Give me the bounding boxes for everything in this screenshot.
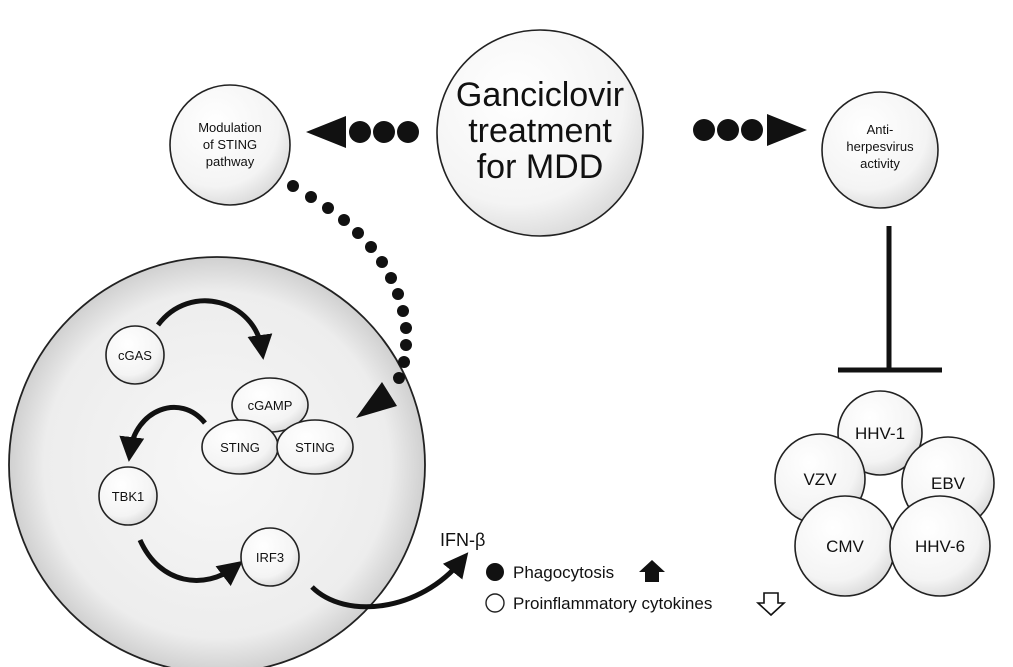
ganciclovir-line-1: Ganciclovir — [456, 76, 624, 114]
sting-left-node: STING — [201, 419, 279, 475]
sting-modulation-node: Modulation of STING pathway — [169, 84, 291, 206]
antiherpes-line-2: herpesvirus — [846, 139, 914, 154]
virus-cmv-node: CMV — [794, 495, 896, 597]
irf3-node: IRF3 — [240, 527, 300, 587]
sting-node-line-1: Modulation — [198, 120, 262, 135]
virus-hhv1-label: HHV-1 — [855, 424, 905, 443]
dotted-path-to-cell — [287, 180, 412, 418]
legend-filled-marker — [486, 563, 504, 581]
sting-left-label: STING — [220, 440, 260, 455]
tbk1-node: TBK1 — [98, 466, 158, 526]
sting-node-line-3: pathway — [206, 154, 255, 169]
sting-node-line-2: of STING — [203, 137, 257, 152]
up-arrow-icon — [639, 560, 665, 582]
legend-phagocytosis-label: Phagocytosis — [513, 563, 614, 582]
virus-hhv6-label: HHV-6 — [915, 537, 965, 556]
antiherpes-node: Anti- herpesvirus activity — [821, 91, 939, 209]
virus-cluster: HHV-1 VZV EBV CMV HHV-6 — [774, 390, 995, 597]
sting-right-node: STING — [276, 419, 354, 475]
ganciclovir-line-2: treatment — [468, 112, 612, 150]
arrow-to-antiherpes — [693, 114, 807, 146]
irf3-label: IRF3 — [256, 550, 284, 565]
virus-cmv-label: CMV — [826, 537, 864, 556]
cgamp-node: cGAMP — [231, 377, 309, 433]
legend-open-marker — [485, 593, 505, 613]
virus-hhv1-node: HHV-1 — [837, 390, 923, 476]
sting-right-label: STING — [295, 440, 335, 455]
arrow-sting-to-tbk1 — [119, 404, 207, 462]
inhibition-bar — [838, 226, 942, 373]
tbk1-label: TBK1 — [112, 489, 145, 504]
legend-cytokines-label: Proinflammatory cytokines — [513, 594, 712, 613]
legend: Phagocytosis Proinflammatory cytokines — [485, 560, 787, 617]
arrow-cgas-to-cgamp — [155, 298, 273, 360]
cgamp-label: cGAMP — [248, 398, 293, 413]
virus-hhv6-node: HHV-6 — [889, 495, 991, 597]
ifn-beta-label: IFN-β — [440, 530, 485, 550]
down-arrow-icon — [755, 592, 787, 617]
cgas-node: cGAS — [105, 325, 165, 385]
arrow-irf3-to-ifn — [310, 552, 469, 610]
antiherpes-line-1: Anti- — [867, 122, 894, 137]
arrow-to-sting — [306, 116, 419, 148]
ganciclovir-node: Ganciclovir treatment for MDD — [436, 29, 644, 237]
virus-vzv-label: VZV — [803, 470, 837, 489]
virus-ebv-label: EBV — [931, 474, 966, 493]
cgas-label: cGAS — [118, 348, 152, 363]
antiherpes-line-3: activity — [860, 156, 900, 171]
arrow-tbk1-to-irf3 — [137, 538, 243, 587]
ganciclovir-line-3: for MDD — [477, 148, 604, 186]
